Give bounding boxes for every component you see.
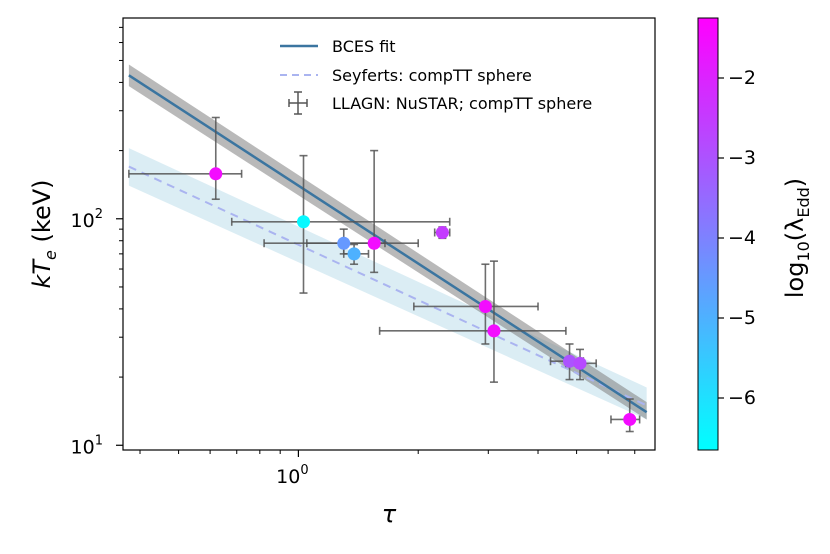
data-point-1 xyxy=(297,215,311,229)
axis-ticks: 100 101 102 xyxy=(71,26,636,488)
y-tick-label: 102 xyxy=(71,207,103,232)
error-bar-0 xyxy=(128,116,243,201)
data-point-0 xyxy=(209,167,223,181)
legend: BCES fit Seyferts: compTT sphere LLAGN: … xyxy=(280,37,592,115)
colorbar-tick-label: −4 xyxy=(728,227,756,249)
colorbar-tick-label: −2 xyxy=(728,67,756,89)
colorbar-title: log10(λEdd) xyxy=(781,178,813,298)
data-point-10 xyxy=(623,412,637,426)
data-point-8 xyxy=(563,354,577,368)
data-point-4 xyxy=(367,236,381,250)
seyferts-fit-line xyxy=(128,165,648,407)
colorbar-tick-label: −3 xyxy=(728,147,756,169)
x-axis-title: τ xyxy=(382,500,397,528)
data-points xyxy=(128,116,641,433)
data-point-2 xyxy=(337,236,351,250)
error-bar-4 xyxy=(306,149,420,274)
legend-llagn-swatch xyxy=(288,91,308,115)
colorbar-tick-label: −5 xyxy=(728,307,756,329)
y-axis-title: kTe (keV) xyxy=(28,180,60,289)
colorbar-ticks: −6 −5 −4 −3 −2 xyxy=(718,67,756,409)
error-bar-7 xyxy=(378,260,567,383)
seyferts-fit-band xyxy=(128,148,647,420)
plot-frame xyxy=(122,17,656,451)
data-point-6 xyxy=(478,299,492,313)
colorbar xyxy=(697,17,719,451)
legend-bces-label: BCES fit xyxy=(332,37,396,56)
data-point-7 xyxy=(487,324,501,338)
legend-seyferts-label: Seyferts: compTT sphere xyxy=(332,66,532,85)
y-tick-label: 101 xyxy=(71,433,103,458)
x-tick-label: 100 xyxy=(276,463,308,488)
colorbar-tick-label: −6 xyxy=(728,387,756,409)
data-point-9 xyxy=(573,356,587,370)
data-point-3 xyxy=(347,247,361,261)
data-point-5 xyxy=(435,225,449,239)
legend-llagn-label: LLAGN: NuSTAR; compTT sphere xyxy=(332,94,592,113)
